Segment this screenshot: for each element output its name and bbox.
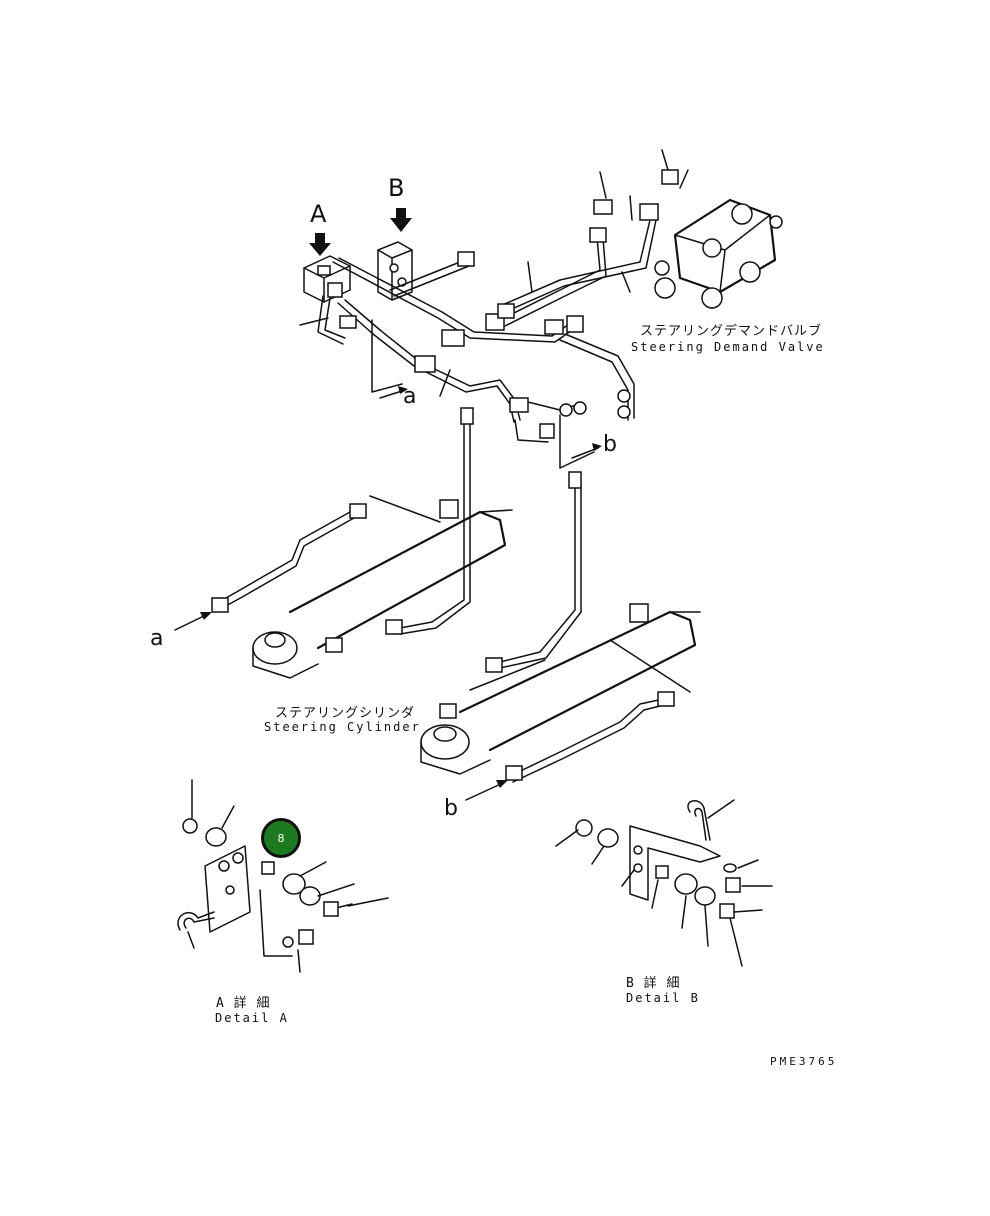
upper-piping: [317, 251, 635, 443]
cylinder-caption-en: Steering Cylinder: [264, 720, 421, 734]
bracket-b: [377, 241, 413, 301]
leader-lines: [299, 149, 689, 469]
steering-demand-valve: [654, 198, 783, 309]
steering-cylinder-lower: [420, 603, 701, 783]
detail-b-caption-en: Detail B: [626, 991, 700, 1005]
steering-cylinder-upper: [211, 495, 513, 679]
detail-b-caption-jp: B 詳 細: [626, 976, 681, 991]
detail-b-parts: [555, 799, 773, 967]
detail-a-caption-en: Detail A: [215, 1011, 289, 1025]
view-label-a: A: [310, 200, 327, 228]
bracket-a: [303, 255, 351, 303]
view-arrow-a: [309, 233, 331, 256]
connection-label-b-lower: b: [444, 796, 458, 821]
detail-a-caption-jp: A 詳 細: [216, 996, 271, 1011]
cylinder-hoses: [385, 407, 582, 673]
connection-label-b-upper: b: [603, 432, 617, 457]
detail-a-parts: [177, 779, 389, 973]
valve-hoses: [485, 169, 679, 331]
connection-arrows: [174, 386, 602, 801]
drawing-code: PME3765: [770, 1055, 838, 1068]
part-callout-marker[interactable]: 8: [261, 818, 301, 858]
cylinder-caption-jp: ステアリングシリンダ: [275, 706, 416, 721]
connection-label-a-upper: a: [403, 384, 417, 409]
connection-label-a-lower: a: [150, 626, 164, 651]
view-arrow-b: [390, 208, 412, 232]
view-label-b: B: [388, 174, 405, 202]
valve-caption-en: Steering Demand Valve: [631, 340, 825, 354]
valve-caption-jp: ステアリングデマンドバルブ: [640, 324, 823, 339]
part-callout-number: 8: [277, 831, 285, 845]
